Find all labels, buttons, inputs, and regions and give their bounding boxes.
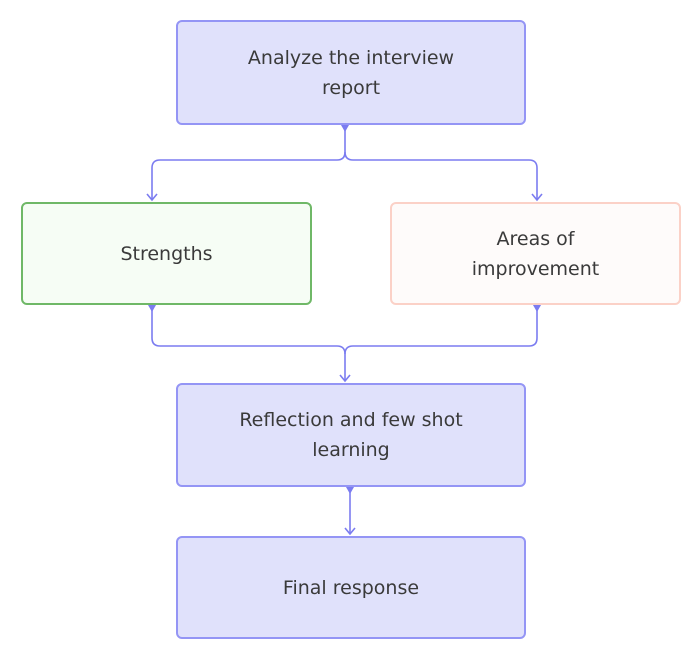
- node-label: Analyze the interview report: [247, 46, 455, 99]
- edge-areas-to-reflection: [344, 305, 538, 355]
- node-final-response: Final response: [176, 536, 526, 639]
- edge-analyze-to-strengths: [151, 125, 346, 200]
- node-label: Areas of improvement: [471, 227, 600, 280]
- node-strengths: Strengths: [21, 202, 312, 305]
- arrowhead-strengths: [146, 193, 158, 202]
- edge-analyze-to-areas: [344, 151, 538, 200]
- edge-strengths-to-reflection: [151, 305, 346, 381]
- edge-start-marker-analyze: [341, 125, 349, 132]
- arrowhead-areas: [531, 193, 543, 202]
- node-label: Strengths: [120, 242, 213, 265]
- edge-start-marker-reflection: [346, 487, 354, 494]
- node-label: Reflection and few shot learning: [239, 409, 463, 461]
- edge-start-marker-strengths: [148, 305, 156, 312]
- node-label: Final response: [282, 576, 420, 599]
- node-areas-of-improvement: Areas of improvement: [390, 202, 681, 305]
- node-analyze-interview-report: Analyze the interview report: [176, 20, 526, 125]
- node-reflection-few-shot-learning: Reflection and few shot learning: [176, 383, 526, 487]
- arrowhead-final: [344, 527, 356, 536]
- arrowhead-reflection: [339, 374, 351, 383]
- edge-start-marker-areas: [533, 305, 541, 312]
